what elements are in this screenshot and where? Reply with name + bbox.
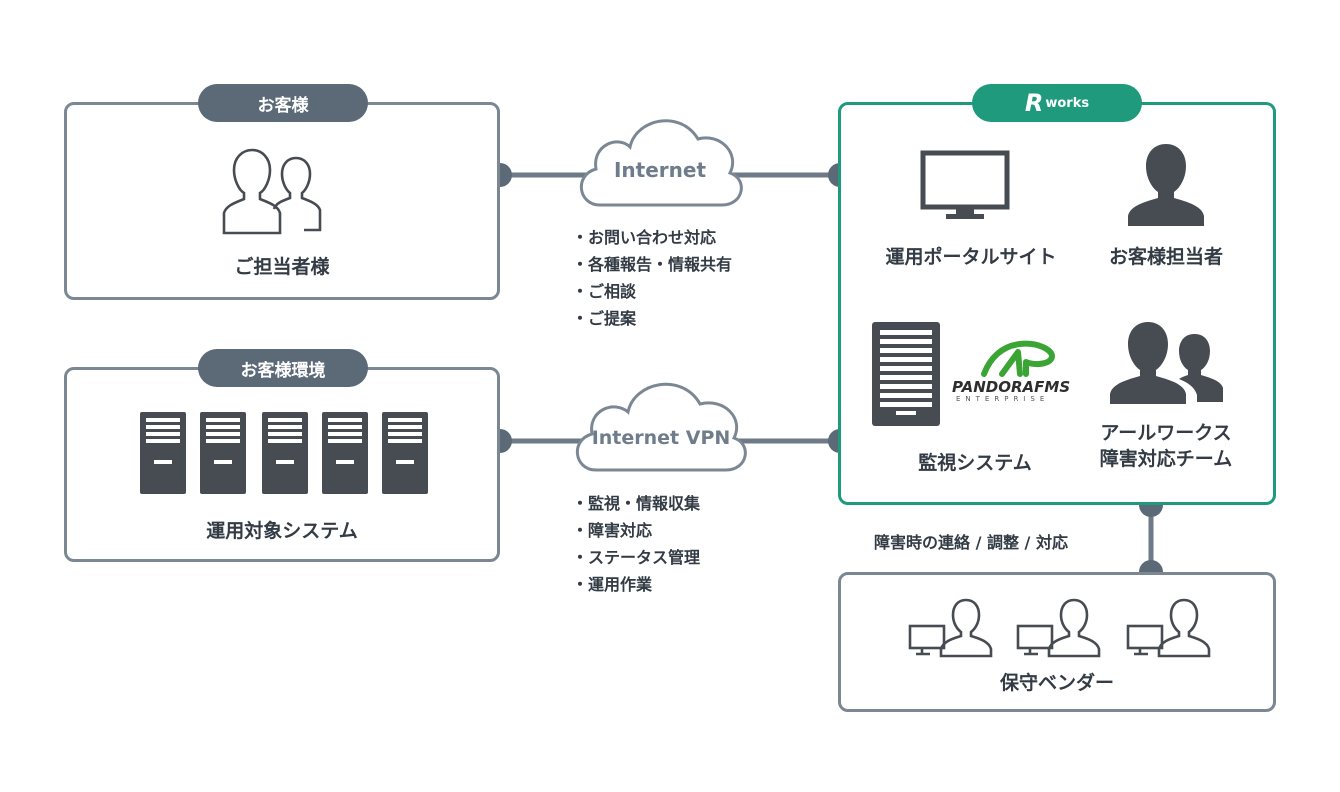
workstation-person-icon	[1126, 598, 1211, 658]
rep-label: お客様担当者	[1108, 246, 1223, 268]
server-icon	[322, 412, 368, 494]
pandora-fms-text: PANDORAFMS	[952, 378, 1071, 396]
person-solid-icon	[1128, 144, 1204, 226]
server-icon	[262, 412, 308, 494]
pandora-fms-name: PANDORAFMS	[952, 378, 1070, 396]
customer-person-label: ご担当者様	[234, 256, 330, 278]
list-item: 運用作業	[572, 571, 700, 598]
rworks-logo-tag: R works	[972, 84, 1142, 122]
vpn-label: Internet VPN	[591, 427, 731, 449]
pandora-fms-logo-icon	[981, 340, 1055, 377]
list-item: お問い合わせ対応	[572, 224, 732, 251]
rworks-logo-text: works	[1045, 95, 1090, 111]
customer-tag: お客様	[198, 84, 368, 122]
person-outline-icon	[222, 148, 322, 235]
cloud-icon	[579, 119, 743, 207]
server-icon	[382, 412, 428, 494]
team-label-line2: 障害対応チーム	[1099, 448, 1233, 470]
workstation-person-icon	[1016, 598, 1101, 658]
list-item: 各種報告・情報共有	[572, 251, 732, 278]
vpn-item-list: 監視・情報収集 障害対応 ステータス管理 運用作業	[572, 490, 700, 598]
customer-env-tag: お客様環境	[198, 349, 368, 387]
vendor-link-label: 障害時の連絡 / 調整 / 対応	[874, 533, 1068, 552]
internet-label: Internet	[613, 158, 707, 182]
monitor-system-label: 監視システム	[918, 452, 1032, 474]
rworks-logo-letter: R	[1024, 89, 1044, 117]
team-label-line1: アールワークス	[1100, 422, 1232, 444]
team-label: アールワークス 障害対応チーム	[1060, 420, 1272, 472]
list-item: ご提案	[572, 305, 732, 332]
workstation-person-icon	[908, 598, 993, 658]
pandora-fms-sub: ENTERPRISE	[956, 395, 1050, 403]
server-rack-icon	[872, 322, 940, 426]
list-item: ステータス管理	[572, 544, 700, 571]
vendor-label: 保守ベンダー	[999, 672, 1114, 694]
cloud-icon	[575, 382, 747, 472]
monitor-icon	[920, 150, 1010, 219]
list-item: 監視・情報収集	[572, 490, 700, 517]
internet-item-list: お問い合わせ対応 各種報告・情報共有 ご相談 ご提案	[572, 224, 732, 332]
server-icon	[200, 412, 246, 494]
team-solid-icon	[1110, 322, 1223, 404]
list-item: ご相談	[572, 278, 732, 305]
portal-label: 運用ポータルサイト	[885, 246, 1057, 268]
list-item: 障害対応	[572, 517, 700, 544]
rworks-box	[838, 102, 1276, 505]
customer-env-label: 運用対象システム	[206, 520, 358, 542]
server-icon	[140, 412, 186, 494]
